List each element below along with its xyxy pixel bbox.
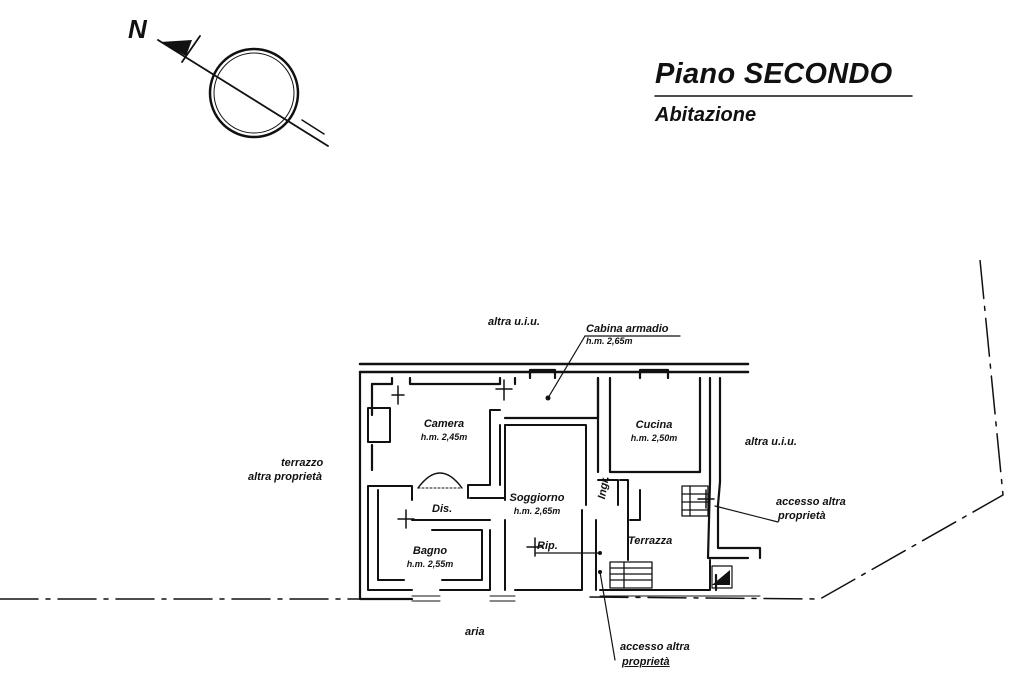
north-label: N bbox=[128, 14, 147, 44]
room-cucina-height: h.m. 2,50m bbox=[630, 433, 678, 443]
label-accesso-bottom-proprieta: proprietà bbox=[622, 656, 670, 668]
compass-circle-icon bbox=[208, 47, 300, 139]
label-altra-uiu-top: altra u.i.u. bbox=[488, 316, 540, 328]
label-terrazzo: terrazzo bbox=[281, 457, 324, 469]
room-cucina-name: Cucina bbox=[635, 419, 673, 431]
page-subtitle: Abitazione bbox=[655, 104, 757, 126]
room-bagno-height: h.m. 2,55m bbox=[406, 559, 454, 569]
room-bagno: Bagno h.m. 2,55m bbox=[398, 545, 462, 569]
room-camera-height: h.m. 2,45m bbox=[420, 432, 468, 442]
label-altra-uiu-right: altra u.i.u. bbox=[745, 436, 797, 448]
page-title: Piano SECONDO bbox=[655, 58, 893, 90]
interior-walls bbox=[367, 407, 711, 591]
room-soggiorno-height: h.m. 2,65m bbox=[513, 506, 561, 516]
room-bagno-name: Bagno bbox=[412, 545, 448, 557]
room-cucina: Cucina h.m. 2,50m bbox=[622, 419, 686, 443]
room-ripostiglio: Rip. bbox=[537, 540, 558, 552]
leader-lines bbox=[535, 335, 779, 661]
room-camera: Camera h.m. 2,45m bbox=[412, 418, 476, 442]
room-soggiorno: Soggiorno h.m. 2,65m bbox=[503, 492, 571, 516]
north-arrow-icon bbox=[157, 35, 329, 147]
stairs-terrazza bbox=[609, 561, 653, 589]
exterior-walls bbox=[358, 368, 762, 601]
label-aria: aria bbox=[465, 626, 485, 638]
stairs-right bbox=[681, 485, 709, 517]
room-cabina-height: h.m. 2,65m bbox=[586, 336, 633, 346]
level-marker-icon bbox=[712, 570, 730, 585]
room-camera-name: Camera bbox=[423, 418, 465, 430]
door-swing bbox=[417, 472, 463, 489]
label-terrazzo-proprieta: altra proprietà bbox=[248, 471, 322, 483]
room-terrazza: Terrazza bbox=[628, 535, 673, 547]
room-soggiorno-name: Soggiorno bbox=[509, 492, 565, 504]
windows bbox=[411, 595, 761, 602]
label-accesso-right: accesso altra bbox=[776, 496, 846, 508]
label-accesso-right-proprieta: proprietà bbox=[778, 510, 826, 522]
door-marks bbox=[391, 379, 715, 557]
room-cabina-armadio: Cabina armadio h.m. 2,65m bbox=[586, 323, 669, 346]
property-boundary-line bbox=[0, 259, 1004, 600]
room-disimpegno: Dis. bbox=[432, 503, 453, 515]
label-accesso-bottom: accesso altra bbox=[620, 641, 690, 653]
room-cabina-name: Cabina armadio bbox=[586, 323, 669, 335]
